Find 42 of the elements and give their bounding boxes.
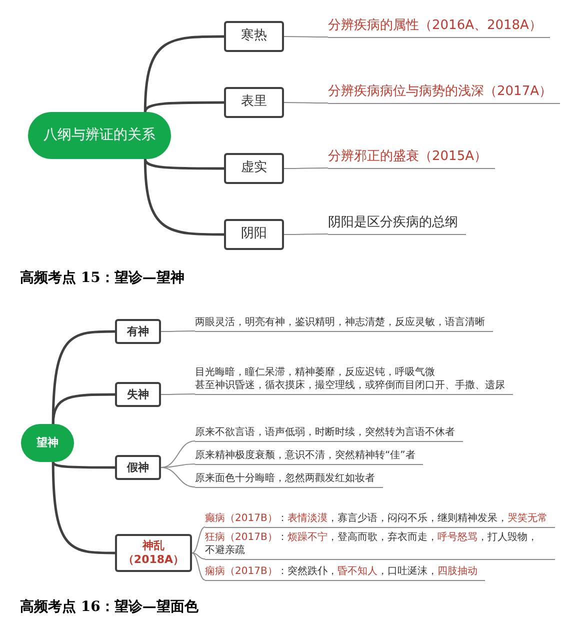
connector-line (160, 440, 196, 468)
topic-box: 有神 (115, 319, 161, 344)
connector-line (284, 102, 328, 104)
connector-line (144, 158, 224, 236)
connector-line (52, 462, 115, 469)
connector-line (284, 36, 328, 38)
topic-box: 假神 (115, 455, 161, 480)
connector-line (144, 101, 224, 112)
branch-text: 分辨疾病病位与病势的浅深（2017A） (328, 84, 560, 104)
section-heading: 高频考点 16：望诊—望面色 (20, 598, 198, 617)
connector-line (52, 462, 115, 554)
connector-line (192, 552, 206, 580)
branch-text: 两眼灵活，明亮有神，鉴识精明，神志清楚，反应灵敏，语言清晰 (195, 316, 493, 332)
connector-line (284, 234, 328, 235)
connector-line (144, 35, 224, 112)
branch-text: 阴阳是区分疾病的总纲 (328, 215, 466, 235)
branch-text: 原来精神极度衰颓，意识不清，突然精神转“佳”者 (195, 449, 424, 465)
connector-line (192, 552, 206, 560)
branch-text: 分辨邪正的盛衰（2015A） (328, 149, 495, 169)
connector-line (160, 467, 196, 488)
topic-pill: 八纲与辨证的关系 (28, 112, 171, 159)
topic-box: 表里 (224, 87, 284, 118)
connector-line (160, 330, 196, 332)
connector-line (160, 394, 196, 395)
topic-box: 失神 (115, 382, 161, 407)
branch-text: 痫病（2017B）：突然跌仆，昏不知人，口吐涎沫，四肢抽动 (205, 565, 486, 581)
branch-text: 目光晦暗，瞳仁呆滞，精神萎靡，反应迟钝，呼吸气微 甚至神识昏迷，循衣摸床，撮空理线，或猝倒而目闭口开、手撒、遗尿 (195, 366, 513, 395)
topic-box: 神乱 （2018A） (115, 534, 192, 572)
connector-line (192, 526, 206, 554)
connector-line (284, 168, 328, 169)
connector-line (144, 158, 224, 170)
branch-text: 原来面色十分晦暗，忽然两颧发红如妆者 (195, 472, 383, 488)
section-heading: 高频考点 15：望诊—望神 (20, 268, 184, 288)
branch-text: 分辨疾病的属性（2016A、2018A） (328, 18, 550, 38)
branch-text: 原来不欲言语，语声低弱，时断时续，突然转为言语不休者 (195, 426, 463, 442)
topic-box: 阴阳 (224, 219, 284, 250)
branch-text: 癫病（2017B）：表情淡漠，寡言少语，闷闷不乐，继则精神发呆，哭笑无常 (205, 512, 556, 528)
topic-box: 寒热 (224, 21, 284, 52)
topic-box: 虚实 (224, 153, 284, 184)
branch-text: 狂病（2017B）：烦躁不宁，登高而歌，弃衣而走，呼号怒骂，打人毁物，不避亲疏 (205, 531, 555, 560)
connector-line (52, 393, 115, 424)
topic-pill: 望神 (21, 424, 74, 462)
